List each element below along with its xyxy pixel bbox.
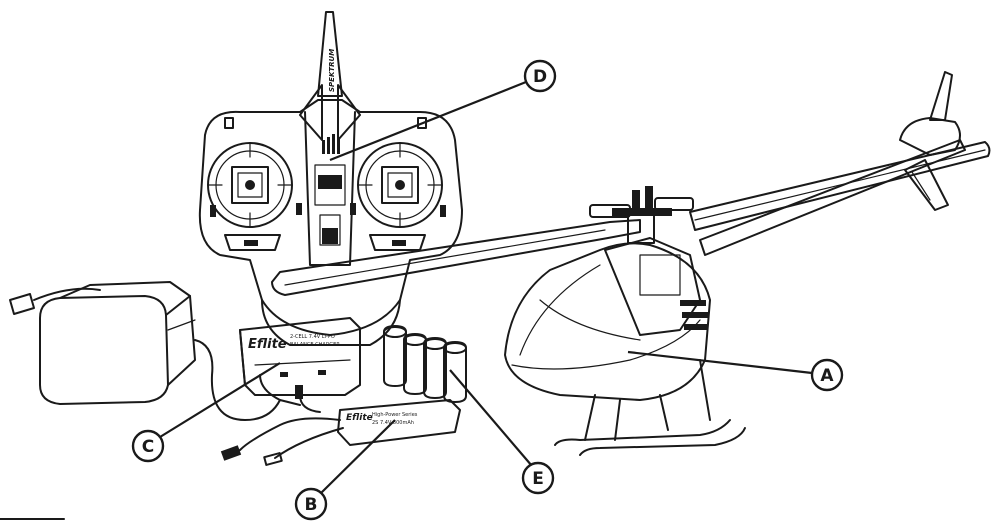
callout-e-label: E (532, 469, 544, 489)
battery-logo: Eflite (346, 413, 373, 423)
charger-title-line2: BALANCE CHARGER (290, 342, 340, 348)
callout-c: C (131, 429, 165, 463)
helicopter (271, 71, 991, 456)
callout-b-label: B (305, 495, 318, 515)
callout-a-label: A (820, 366, 834, 386)
charger-title-line1: 2-CELL 7.4V LI-PO (290, 334, 335, 340)
rotor-head (589, 186, 694, 244)
callout-line-d (329, 80, 527, 162)
left-stick-gimbal (207, 142, 293, 228)
callout-e: E (521, 461, 555, 495)
callout-line-a (627, 350, 813, 375)
ac-adapter (9, 281, 281, 421)
callout-d: D (523, 59, 557, 93)
transmitter-brand-text: SPEKTRUM (328, 49, 336, 92)
aa-batteries (383, 325, 467, 403)
balance-charger: Eflite 2-CELL 7.4V LI-PO BALANCE CHARGER (239, 317, 361, 396)
battery-label-line1: High-Power Series (372, 412, 418, 418)
callout-d-label: D (533, 67, 547, 87)
callout-line-c (159, 362, 281, 438)
charger-logo: Eflite (248, 337, 287, 352)
callout-line-e (449, 369, 533, 467)
callout-c-label: C (142, 437, 154, 457)
callout-b: B (294, 487, 328, 521)
callout-a: A (810, 358, 844, 392)
led-bars (322, 134, 340, 154)
callout-line-b (319, 419, 396, 495)
transmitter: SPEKTRUM (198, 11, 463, 346)
right-stick-gimbal (357, 142, 443, 228)
